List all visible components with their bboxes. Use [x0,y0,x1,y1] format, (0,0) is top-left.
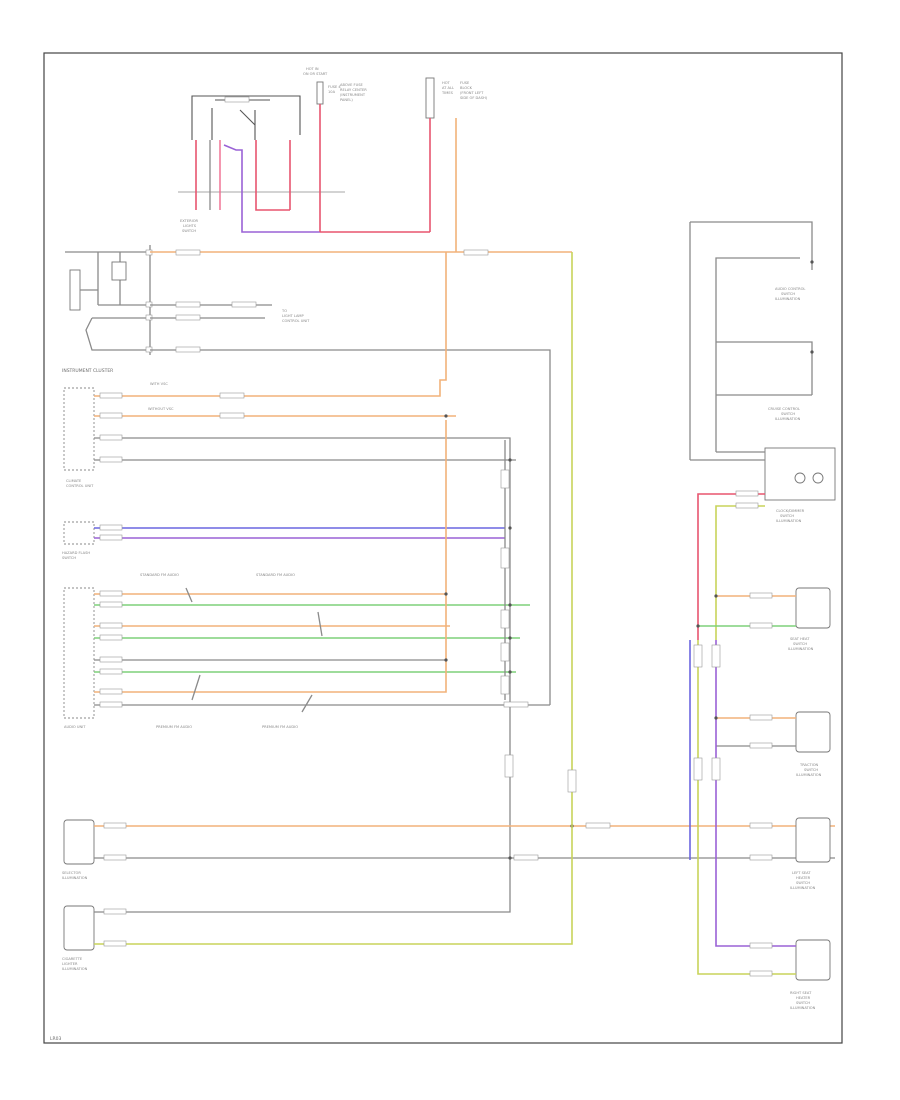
exterior-switch-label-2: LIGHTS [183,224,197,228]
selector-label-1: SELECTOR [62,871,81,875]
left-seat-1: LEFT SEAT [792,871,811,875]
clock-switch-2: SWITCH [780,514,794,518]
right-seat-heater-switch: RIGHT SEAT HEATER SWITCH ILLUMINATION [689,640,831,1010]
traction-1: TRACTION [799,763,819,767]
traction-3: ILLUMINATION [796,773,822,777]
clock-switch-3: ILLUMINATION [776,519,802,523]
cruise-control-2: SWITCH [781,412,795,416]
seat-heat-1: SEAT HEAT [790,637,810,641]
to-light-3: CONTROL UNIT [282,319,310,323]
hazard-label-2: SWITCH [62,556,76,560]
exterior-switch-label-1: EXTERIOR [180,219,199,223]
cigar-label-1: CIGARETTE [62,957,83,961]
climate-control-unit: WITH VSC WITHOUT VSC CLIMATE CONTROL UNI… [63,252,516,860]
audio-control-1: AUDIO CONTROL [775,287,805,291]
fuse-left-note-4: PANEL) [340,98,353,102]
audio-unit: STANDARD FM AUDIO STANDARD FM AUDIO PREM… [63,414,550,778]
fuse-right-note-4: SIDE OF DASH) [460,96,488,100]
traction-2: SWITCH [804,768,818,772]
seat-heat-2: SWITCH [793,642,807,646]
traction-switch: TRACTION SWITCH ILLUMINATION [716,711,831,777]
left-seat-heater-switch: LEFT SEAT HEATER SWITCH ILLUMINATION [749,817,831,890]
selector-illumination: SELECTOR ILLUMINATION [62,819,835,880]
selector-label-2: ILLUMINATION [62,876,88,880]
hot-label-1: HOT IN [306,67,319,71]
premium-fm-note-2: PREMIUM FM AUDIO [262,725,298,729]
tag-org-1 [175,249,201,256]
fuse-right-note-1: FUSE [460,81,470,85]
fuse-right-1: HOT [442,81,451,85]
audio-unit-label: AUDIO UNIT [64,725,86,729]
with-vsc-note: WITH VSC [150,382,168,386]
fuse-left-note-3: (INSTRUMENT [340,93,366,97]
to-light-2: LIGHT LAMP [282,314,305,318]
seat-heat-3: ILLUMINATION [788,647,814,651]
fuse-right-2: AT ALL [442,86,454,90]
left-seat-3: SWITCH [796,881,810,885]
diagram-frame [43,52,843,1044]
right-seat-3: SWITCH [796,1001,810,1005]
left-seat-4: ILLUMINATION [790,886,816,890]
instrument-cluster: INSTRUMENT CLUSTER TO LIGHT LAMP CONTROL… [62,245,572,705]
seat-heat-switch: SEAT HEAT SWITCH ILLUMINATION [698,587,831,651]
footer-code: LR03 [50,1036,61,1042]
fuse-left-note-2: RELAY CENTER [340,88,367,92]
cigarette-lighter-illumination: CIGARETTE LIGHTER ILLUMINATION [62,252,577,971]
exterior-lights-switch: EXTERIOR LIGHTS SWITCH [178,95,345,233]
clock-switch-1: CLOCK/DIMMER [776,509,805,513]
climate-label-1: CLIMATE [66,479,82,483]
right-seat-1: RIGHT SEAT [790,991,812,995]
cigar-label-2: LIGHTER [62,962,78,966]
fuse-left-note-1: ABOVE FUSE [340,83,363,87]
fuse-right: HOT AT ALL TIMES FUSE BLOCK (FRONT LEFT … [320,77,488,252]
fuse-left-1: FUSE 4 [328,85,341,89]
left-seat-2: HEATER [796,876,811,880]
right-seat-2: HEATER [796,996,811,1000]
instrument-cluster-label: INSTRUMENT CLUSTER [62,368,113,374]
right-seat-4: ILLUMINATION [790,1006,816,1010]
cruise-control-switch: CRUISE CONTROL SWITCH ILLUMINATION [716,341,814,421]
fuse-right-note-2: BLOCK [460,86,473,90]
to-light-1: TO [281,309,287,313]
audio-control-2: SWITCH [781,292,795,296]
audio-control-3: ILLUMINATION [775,297,801,301]
standard-fm-note-2: STANDARD FM AUDIO [256,573,295,577]
hot-label-2: ON OR START [303,72,328,76]
exterior-switch-label-3: SWITCH [182,229,196,233]
premium-fm-note-1: PREMIUM FM AUDIO [156,725,192,729]
fuse-right-note-3: (FRONT LEFT [460,91,484,95]
standard-fm-note-1: STANDARD FM AUDIO [140,573,179,577]
fuse-left: HOT IN ON OR START FUSE 4 10A ABOVE FUSE… [303,67,367,232]
without-vsc-note: WITHOUT VSC [148,407,174,411]
cruise-control-1: CRUISE CONTROL [768,407,800,411]
climate-label-2: CONTROL UNIT [66,484,94,488]
audio-control-switch: AUDIO CONTROL SWITCH ILLUMINATION [689,221,814,460]
hazard-label-1: HAZARD FLASH [62,551,90,555]
hazard-flash-switch: HAZARD FLASH SWITCH [62,521,505,560]
fuse-right-3: TIMES [441,91,454,95]
cigar-label-3: ILLUMINATION [62,967,88,971]
fuse-left-2: 10A [328,90,336,94]
clock-dimmer-switch: CLOCK/DIMMER SWITCH ILLUMINATION [690,447,836,640]
cruise-control-3: ILLUMINATION [775,417,801,421]
